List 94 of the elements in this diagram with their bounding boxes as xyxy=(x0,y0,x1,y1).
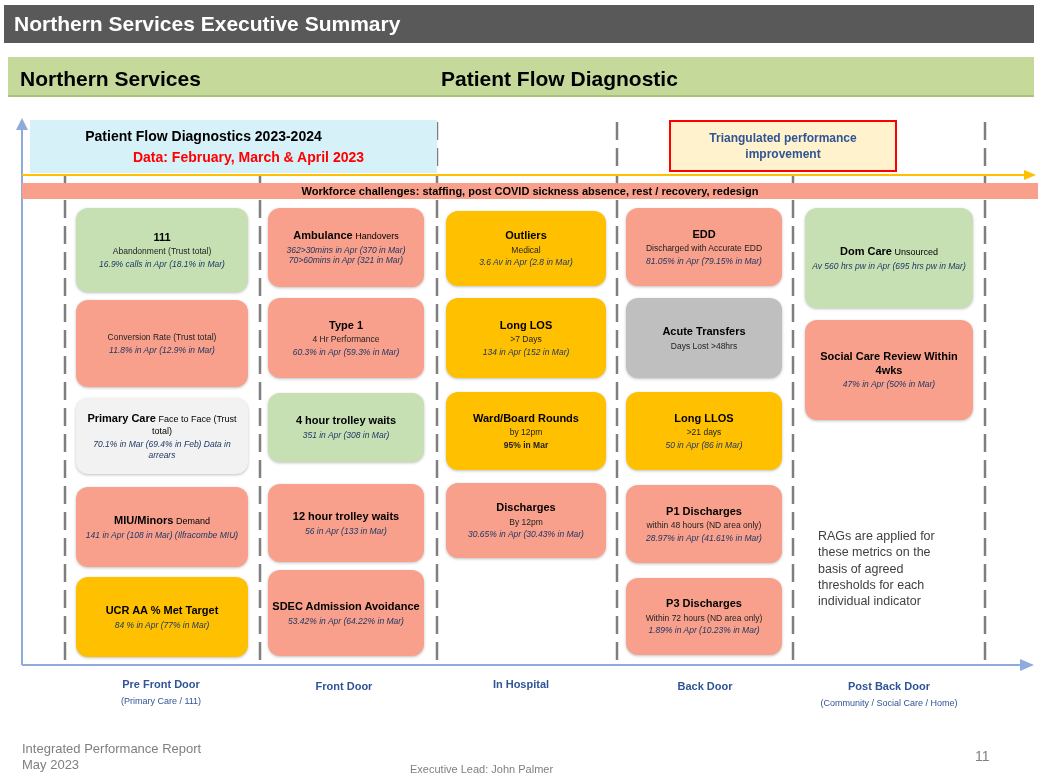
metric-card xyxy=(626,392,782,470)
card-subtitle: Discharged with Accurate EDD xyxy=(645,243,763,254)
metric-card xyxy=(446,392,606,470)
card-heading: SDEC Admission Avoidance xyxy=(272,599,420,614)
section-heading: Northern Services xyxy=(20,66,201,92)
card-subtitle: Abandonment (Trust total) xyxy=(112,246,212,257)
column-label: Back Door xyxy=(676,680,734,694)
card-subtitle: within 48 hours (ND area only) xyxy=(646,520,762,531)
metric-value: 351 in Apr (308 in Mar) xyxy=(302,430,390,441)
metric-card xyxy=(76,398,248,474)
column-label: Front Door xyxy=(314,680,374,694)
card-heading: Social Care Review Within 4wks xyxy=(819,349,959,378)
metric-card xyxy=(76,208,248,292)
footer-text: Integrated Performance Report May 2023 xyxy=(22,741,203,774)
metric-card xyxy=(446,298,606,378)
card-heading: 4 hour trolley waits xyxy=(295,414,397,429)
metric-card xyxy=(76,577,248,657)
card-subtitle: Conversion Rate (Trust total) xyxy=(107,331,217,343)
card-heading: 111 xyxy=(153,230,171,245)
title-bar: Northern Services Executive Summary xyxy=(4,5,1034,43)
column-label: Pre Front Door xyxy=(121,678,201,692)
card-subtitle: Medical xyxy=(511,244,541,256)
card-subtitle: Within 72 hours (ND area only) xyxy=(645,612,763,624)
box-heading: Patient Flow Diagnostics 2023-2024 xyxy=(85,126,322,146)
card-heading: Outliers xyxy=(505,229,547,243)
metric-value: 50 in Apr (86 in Mar) xyxy=(665,439,743,451)
note-text: RAGs are applied for these metrics on the basis of agreed thresholds for each individual indicator xyxy=(818,528,936,610)
card-heading: MIU/Minors Demand xyxy=(114,513,210,528)
metric-value: 70.1% in Mar (69.4% in Feb) Data in arrears xyxy=(92,438,232,461)
card-heading: Type 1 xyxy=(329,318,363,333)
card-heading: P1 Discharges xyxy=(666,504,742,519)
card-heading: P3 Discharges xyxy=(666,597,742,611)
metric-card xyxy=(76,487,248,567)
card-subtitle: >7 Days xyxy=(510,334,542,345)
metric-card xyxy=(446,483,606,558)
callout-text: Triangulated performance improvement xyxy=(708,129,858,163)
metric-value: Av 560 hrs pw in Apr (695 hrs pw in Mar) xyxy=(812,260,966,272)
metric-value: 47% in Apr (50% in Mar) xyxy=(842,379,936,391)
metric-card xyxy=(805,320,973,420)
metric-value: 30.65% in Apr (30.43% in Mar) xyxy=(468,529,584,540)
metric-card xyxy=(626,485,782,563)
card-subtitle: by 12pm xyxy=(509,427,543,438)
metric-value: 11.8% in Apr (12.9% in Mar) xyxy=(109,344,215,356)
card-heading: EDD xyxy=(692,227,716,242)
metric-card xyxy=(268,484,424,562)
header-box xyxy=(30,120,437,173)
metric-value: 56 in Apr (133 in Mar) xyxy=(305,525,387,537)
card-heading: Primary Care Face to Face (Trust total) xyxy=(86,411,238,437)
column-label: Post Back Door xyxy=(847,680,931,694)
metric-value: 53.42% in Apr (64.22% in Mar) xyxy=(288,615,404,627)
card-heading: Ambulance Handovers xyxy=(293,229,399,243)
card-heading: Dom Care Unsourced xyxy=(840,244,938,259)
page-number: 11 xyxy=(975,747,990,766)
metric-value: 362>30mins in Apr (370 in Mar) 70>60mins in Apr (321 in Mar) xyxy=(285,244,407,266)
card-heading: Long LOS xyxy=(499,318,553,333)
card-heading: Acute Transfers xyxy=(662,324,746,339)
section-heading: Patient Flow Diagnostic xyxy=(441,66,678,92)
card-heading: 12 hour trolley waits xyxy=(292,509,400,524)
metric-value: 60.3% in Apr (59.3% in Mar) xyxy=(292,346,400,358)
callout-box xyxy=(669,120,897,172)
metric-card xyxy=(76,300,248,387)
metric-card xyxy=(626,298,782,378)
column-subtitle: (Community / Social Care / Home) xyxy=(819,698,959,710)
card-subtitle: By 12pm xyxy=(509,516,543,528)
card-subtitle: 4 Hr Performance xyxy=(312,334,380,345)
metric-value: 16.9% calls in Apr (18.1% in Mar) xyxy=(99,258,225,270)
metric-value: 134 in Apr (152 in Mar) xyxy=(482,346,570,358)
column-subtitle: (Primary Care / 111) xyxy=(119,696,203,708)
card-heading: UCR AA % Met Target xyxy=(105,603,219,618)
metric-card xyxy=(626,208,782,286)
metric-value: 28.97% in Apr (41.61% in Mar) xyxy=(646,532,762,544)
footer-text: Executive Lead: John Palmer xyxy=(410,762,554,777)
metric-value: 1.89% in Apr (10.23% in Mar) xyxy=(648,625,760,636)
metric-value: 84 % in Apr (77% in Mar) xyxy=(114,619,210,631)
metric-card xyxy=(268,208,424,287)
metric-value: 81.05% in Apr (79.15% in Mar) xyxy=(646,255,762,267)
card-heading: Ward/Board Rounds xyxy=(473,411,579,426)
metric-value: 95% in Mar xyxy=(503,439,549,451)
metric-card xyxy=(268,570,424,656)
card-heading: Discharges xyxy=(496,501,556,515)
metric-value: 141 in Apr (108 in Mar) (Ilfracombe MIU) xyxy=(85,529,239,541)
metric-card xyxy=(626,578,782,655)
column-label: In Hospital xyxy=(491,678,551,692)
band-text: Workforce challenges: staffing, post COVID sickness absence, rest / recovery, redesign xyxy=(301,183,759,199)
metric-card xyxy=(446,211,606,286)
metric-card xyxy=(805,208,973,308)
metric-value: 3.6 Av in Apr (2.8 in Mar) xyxy=(479,257,573,268)
data-period: Data: February, March & April 2023 xyxy=(132,147,365,167)
metric-card xyxy=(268,298,424,378)
card-subtitle: Days Lost >48hrs xyxy=(670,340,738,352)
workforce-band xyxy=(22,183,1038,199)
card-subtitle: >21 days xyxy=(686,427,722,438)
metric-card xyxy=(268,393,424,462)
card-heading: Long LLOS xyxy=(674,411,734,426)
